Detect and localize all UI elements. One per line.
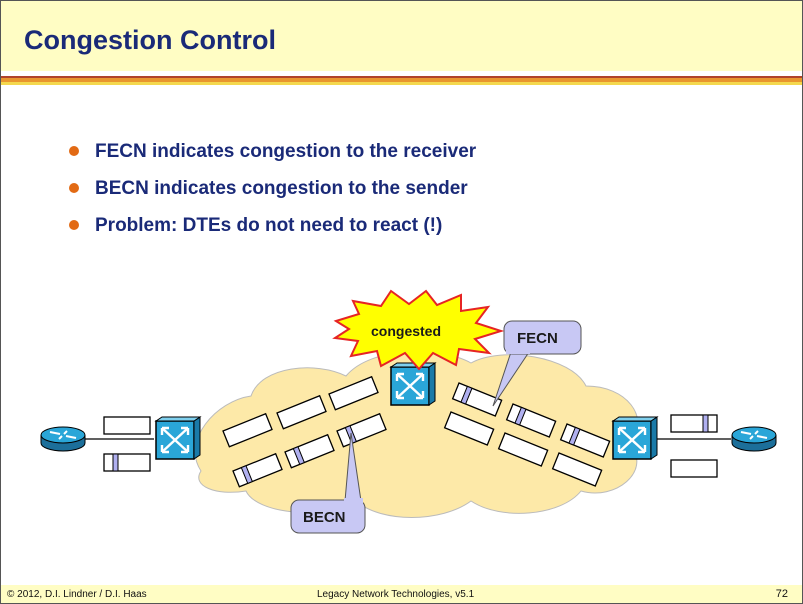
title-rule-dark	[1, 76, 802, 78]
becn-label: BECN	[303, 509, 346, 526]
bullet-text: Problem: DTEs do not need to react (!)	[95, 215, 443, 236]
bullet-item: Problem: DTEs do not need to react (!)	[65, 215, 476, 252]
fecn-callout	[503, 320, 582, 355]
bullet-list: FECN indicates congestion to the receive…	[65, 141, 476, 252]
frame-icon	[103, 416, 151, 435]
bullet-text: BECN indicates congestion to the sender	[95, 178, 468, 199]
becn-callout	[290, 499, 366, 534]
router-icon-right	[731, 426, 777, 452]
page-number: 72	[775, 588, 788, 600]
bullet-dot-icon	[69, 146, 79, 156]
copyright-text: © 2012, D.I. Lindner / D.I. Haas	[7, 589, 147, 600]
frame-icon	[103, 453, 151, 472]
frame-relay-switch-icon-left	[154, 415, 202, 461]
router-icon-left	[40, 426, 86, 452]
fecn-label: FECN	[517, 330, 558, 347]
bullet-dot-icon	[69, 220, 79, 230]
course-title: Legacy Network Technologies, v5.1	[317, 589, 475, 600]
footer: © 2012, D.I. Lindner / D.I. Haas Legacy …	[1, 585, 802, 603]
bullet-item: FECN indicates congestion to the receive…	[65, 141, 476, 178]
title-bar: Congestion Control	[1, 1, 802, 71]
title-rule-yellow	[1, 82, 802, 85]
congested-label: congested	[371, 323, 441, 339]
title-rule-orange	[1, 78, 802, 82]
network-diagram: congested FECN BECN	[40, 289, 777, 534]
bullet-dot-icon	[69, 183, 79, 193]
frame-relay-switch-icon-center	[389, 361, 437, 407]
frame-icon	[670, 459, 718, 478]
page-title: Congestion Control	[24, 25, 276, 55]
frame-icon	[670, 414, 718, 433]
bullet-item: BECN indicates congestion to the sender	[65, 178, 476, 215]
frame-relay-switch-icon-right	[611, 415, 659, 461]
burst-icon	[332, 289, 505, 371]
bullet-text: FECN indicates congestion to the receive…	[95, 141, 477, 162]
